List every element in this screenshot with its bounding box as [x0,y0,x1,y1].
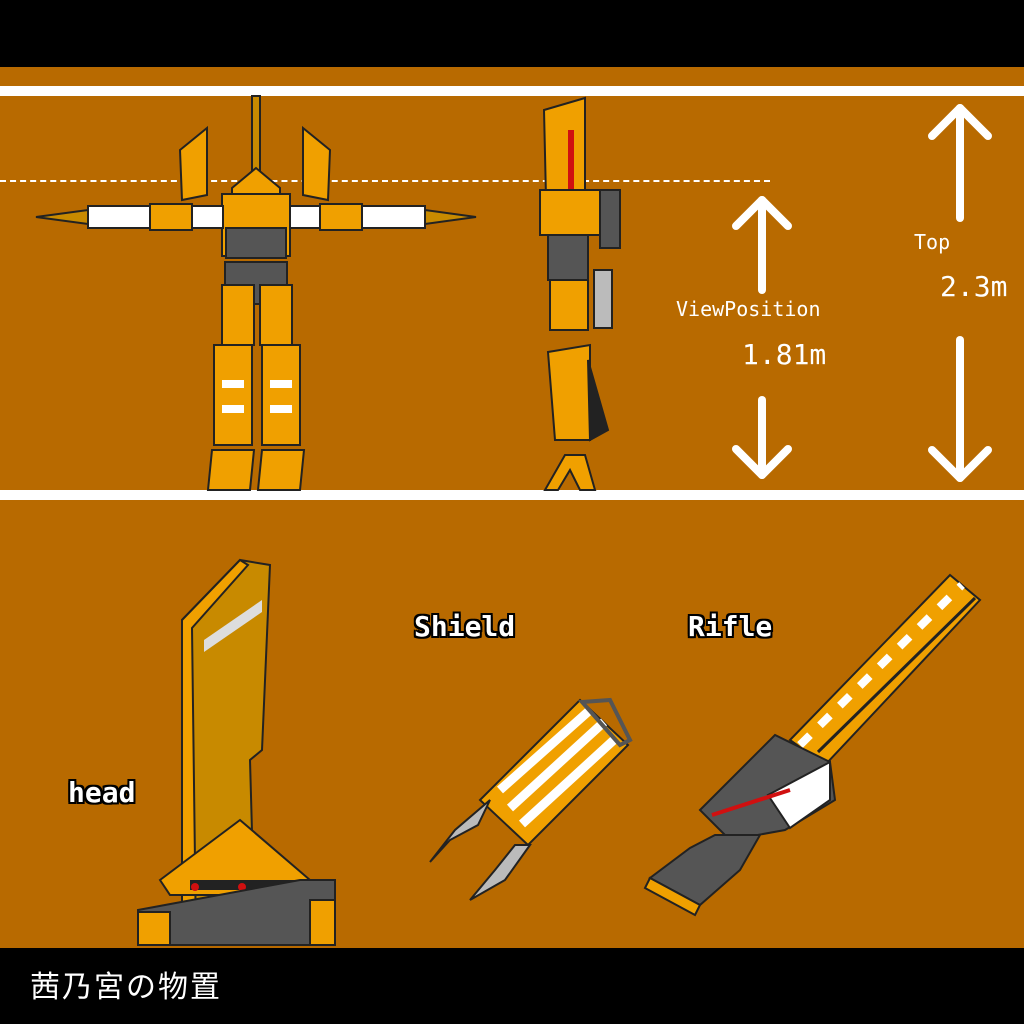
robot-front-view [35,95,477,491]
view-position-value: 1.81m [742,338,827,371]
top-line [0,86,1024,96]
view-position-arrow [732,196,792,479]
top-height-arrow [928,104,992,482]
top-value: 2.3m [940,270,1008,303]
view-position-label: ViewPosition [676,297,821,321]
top-label: Top [914,230,951,254]
head-label: head [68,776,136,809]
ground-line [0,490,1024,500]
shield-part-model [429,697,633,901]
robot-side-view [539,96,621,491]
rifle-label: Rifle [688,610,773,643]
shield-label: Shield [414,610,516,643]
view-position-dashed-line [0,180,770,182]
head-part-model [137,558,336,946]
creator-credit: 茜乃宮の物置 [30,970,222,1005]
rifle-part-model [643,573,982,917]
